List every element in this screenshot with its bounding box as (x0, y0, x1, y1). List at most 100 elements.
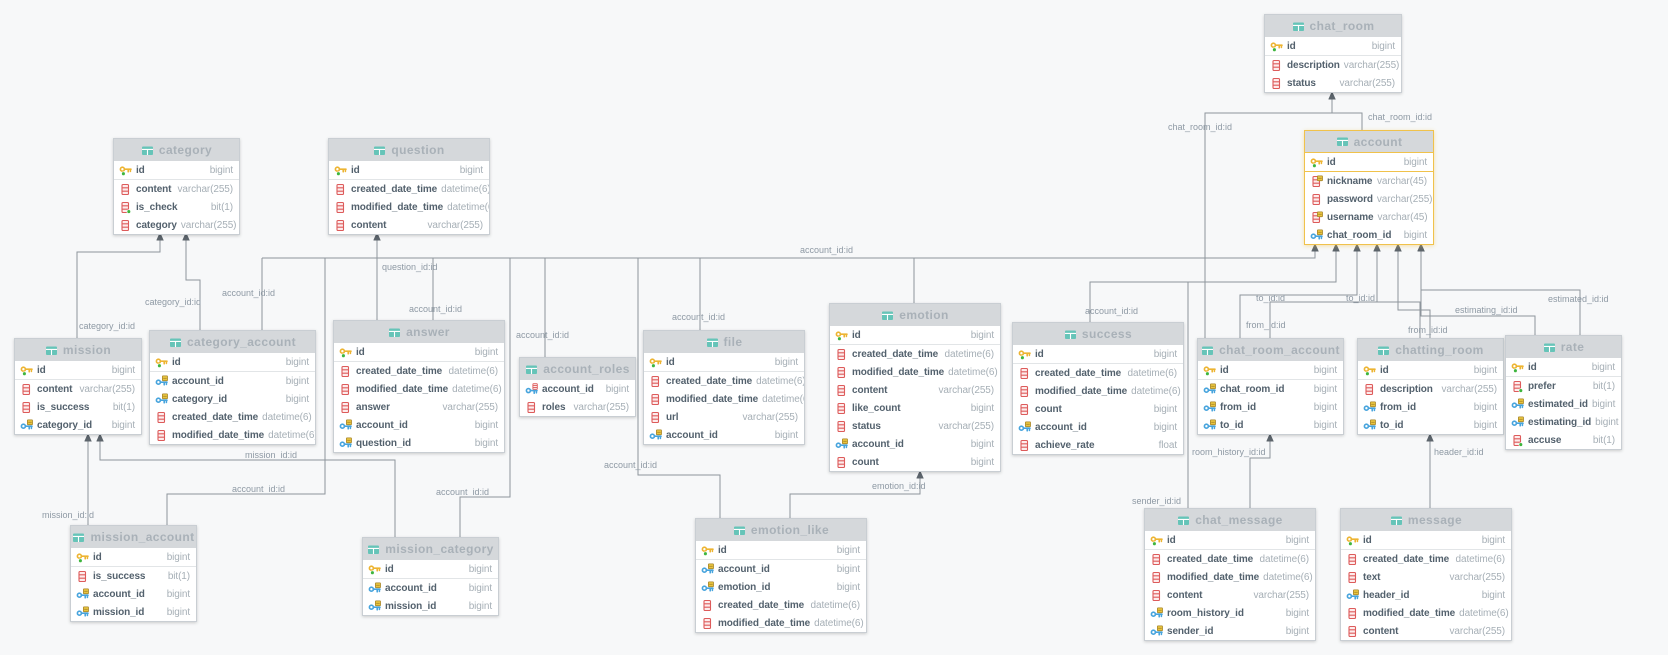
table-success[interactable]: success id bigint created_date_time date… (1012, 322, 1184, 455)
field-row-answer[interactable]: answer varchar(255) (334, 398, 504, 416)
table-message[interactable]: message id bigint created_date_time date… (1340, 508, 1512, 641)
field-row-id[interactable]: id bigint (114, 161, 239, 180)
table-header[interactable]: account_roles (520, 358, 635, 380)
field-row-id[interactable]: id bigint (1013, 345, 1183, 364)
field-row-question-id[interactable]: question_id bigint (334, 434, 504, 452)
field-row-count[interactable]: count bigint (830, 453, 1000, 471)
field-row-mission-id[interactable]: mission_id bigint (363, 597, 498, 615)
field-row-id[interactable]: id bigint (1341, 531, 1511, 550)
table-answer[interactable]: answer id bigint created_date_time datet… (333, 320, 505, 453)
field-row-id[interactable]: id bigint (334, 343, 504, 362)
relationship-line[interactable] (76, 232, 164, 338)
field-row-modified-date-time[interactable]: modified_date_time datetime(6) (334, 380, 504, 398)
field-row-id[interactable]: id bigint (150, 353, 315, 372)
table-chat-room[interactable]: chat_room id bigint description varchar(… (1264, 14, 1402, 93)
field-row-sender-id[interactable]: sender_id bigint (1145, 622, 1315, 640)
field-row-count[interactable]: count bigint (1013, 400, 1183, 418)
table-header[interactable]: emotion (830, 304, 1000, 326)
field-row-id[interactable]: id bigint (1198, 361, 1343, 380)
field-row-text[interactable]: text varchar(255) (1341, 568, 1511, 586)
field-row-created-date-time[interactable]: created_date_time datetime(6) (150, 408, 315, 426)
relationship-line[interactable] (1204, 91, 1336, 338)
field-row-created-date-time[interactable]: created_date_time datetime(6) (644, 372, 804, 390)
field-row-created-date-time[interactable]: created_date_time datetime(6) (329, 180, 489, 198)
field-row-created-date-time[interactable]: created_date_time datetime(6) (334, 362, 504, 380)
field-row-id[interactable]: id bigint (1145, 531, 1315, 550)
field-row-modified-date-time[interactable]: modified_date_time datetime(6) (830, 363, 1000, 381)
field-row-is-success[interactable]: is_success bit(1) (71, 567, 196, 585)
table-account[interactable]: account id bigint nickname varchar(45) p… (1304, 130, 1434, 245)
field-row-category-id[interactable]: category_id bigint (150, 390, 315, 408)
field-row-nickname[interactable]: nickname varchar(45) (1305, 172, 1433, 190)
field-row-content[interactable]: content varchar(255) (1341, 622, 1511, 640)
field-row-status[interactable]: status varchar(255) (1265, 74, 1401, 92)
table-chat-message[interactable]: chat_message id bigint created_date_time… (1144, 508, 1316, 641)
field-row-account-id[interactable]: account_id bigint (363, 579, 498, 597)
table-header[interactable]: chatting_room (1358, 339, 1503, 361)
table-header[interactable]: question (329, 139, 489, 161)
field-row-account-id[interactable]: account_id bigint (150, 372, 315, 390)
field-row-description[interactable]: description varchar(255) (1358, 380, 1503, 398)
table-rate[interactable]: rate id bigint prefer bit(1) estimated_i… (1505, 335, 1622, 450)
table-header[interactable]: mission_account (71, 526, 196, 548)
field-row-is-check[interactable]: is_check bit(1) (114, 198, 239, 216)
relationship-line[interactable] (1417, 243, 1581, 335)
field-row-content[interactable]: content varchar(255) (1145, 586, 1315, 604)
relationship-line[interactable] (1377, 301, 1421, 338)
field-row-id[interactable]: id bigint (1506, 358, 1621, 377)
field-row-modified-date-time[interactable]: modified_date_time datetime(6) (1341, 604, 1511, 622)
table-header[interactable]: category (114, 139, 239, 161)
table-header[interactable]: category_account (150, 331, 315, 353)
field-row-category[interactable]: category varchar(255) (114, 216, 239, 234)
table-header[interactable]: file (644, 331, 804, 353)
relationship-line[interactable] (262, 243, 1319, 259)
field-row-roles[interactable]: roles varchar(255) (520, 398, 635, 416)
field-row-url[interactable]: url varchar(255) (644, 408, 804, 426)
field-row-created-date-time[interactable]: created_date_time datetime(6) (830, 345, 1000, 363)
field-row-from-id[interactable]: from_id bigint (1198, 398, 1343, 416)
field-row-id[interactable]: id bigint (329, 161, 489, 180)
table-chatting-room[interactable]: chatting_room id bigint description varc… (1357, 338, 1504, 435)
field-row-room-history-id[interactable]: room_history_id bigint (1145, 604, 1315, 622)
field-row-id[interactable]: id bigint (363, 560, 498, 579)
table-chat-room-account[interactable]: chat_room_account id bigint chat_room_id… (1197, 338, 1344, 435)
field-row-id[interactable]: id bigint (1305, 153, 1433, 172)
field-row-username[interactable]: username varchar(45) (1305, 208, 1433, 226)
relationship-line[interactable] (182, 232, 201, 330)
field-row-accuse[interactable]: accuse bit(1) (1506, 431, 1621, 449)
relationship-line[interactable] (789, 470, 924, 518)
table-header[interactable]: mission_category (363, 538, 498, 560)
field-row-estimated-id[interactable]: estimated_id bigint (1506, 395, 1621, 413)
relationship-line[interactable] (96, 433, 396, 537)
relationship-line[interactable] (1239, 243, 1361, 338)
table-account-roles[interactable]: account_roles account_id bigint roles va… (519, 357, 636, 417)
table-header[interactable]: account (1305, 131, 1433, 153)
field-row-id[interactable]: id bigint (71, 548, 196, 567)
field-row-content[interactable]: content varchar(255) (114, 180, 239, 198)
relationship-line[interactable] (1332, 112, 1363, 130)
table-header[interactable]: chat_room (1265, 15, 1401, 37)
field-row-like-count[interactable]: like_count bigint (830, 399, 1000, 417)
field-row-created-date-time[interactable]: created_date_time datetime(6) (696, 596, 866, 614)
field-row-chat-room-id[interactable]: chat_room_id bigint (1305, 226, 1433, 244)
relationship-line[interactable] (459, 258, 511, 537)
field-row-content[interactable]: content varchar(255) (830, 381, 1000, 399)
field-row-category-id[interactable]: category_id bigint (15, 416, 141, 434)
field-row-from-id[interactable]: from_id bigint (1358, 398, 1503, 416)
table-emotion-like[interactable]: emotion_like id bigint account_id bigint… (695, 518, 867, 633)
field-row-content[interactable]: content varchar(255) (15, 380, 141, 398)
field-row-account-id[interactable]: account_id bigint (520, 380, 635, 398)
field-row-content[interactable]: content varchar(255) (329, 216, 489, 234)
field-row-created-date-time[interactable]: created_date_time datetime(6) (1013, 364, 1183, 382)
field-row-account-id[interactable]: account_id bigint (644, 426, 804, 444)
field-row-modified-date-time[interactable]: modified_date_time datetime(6) (696, 614, 866, 632)
relationship-line[interactable] (1269, 243, 1381, 338)
field-row-created-date-time[interactable]: created_date_time datetime(6) (1145, 550, 1315, 568)
field-row-modified-date-time[interactable]: modified_date_time datetime(6) (644, 390, 804, 408)
field-row-account-id[interactable]: account_id bigint (334, 416, 504, 434)
table-emotion[interactable]: emotion id bigint created_date_time date… (829, 303, 1001, 472)
relationship-line[interactable] (1249, 433, 1274, 508)
field-row-account-id[interactable]: account_id bigint (1013, 418, 1183, 436)
field-row-status[interactable]: status varchar(255) (830, 417, 1000, 435)
